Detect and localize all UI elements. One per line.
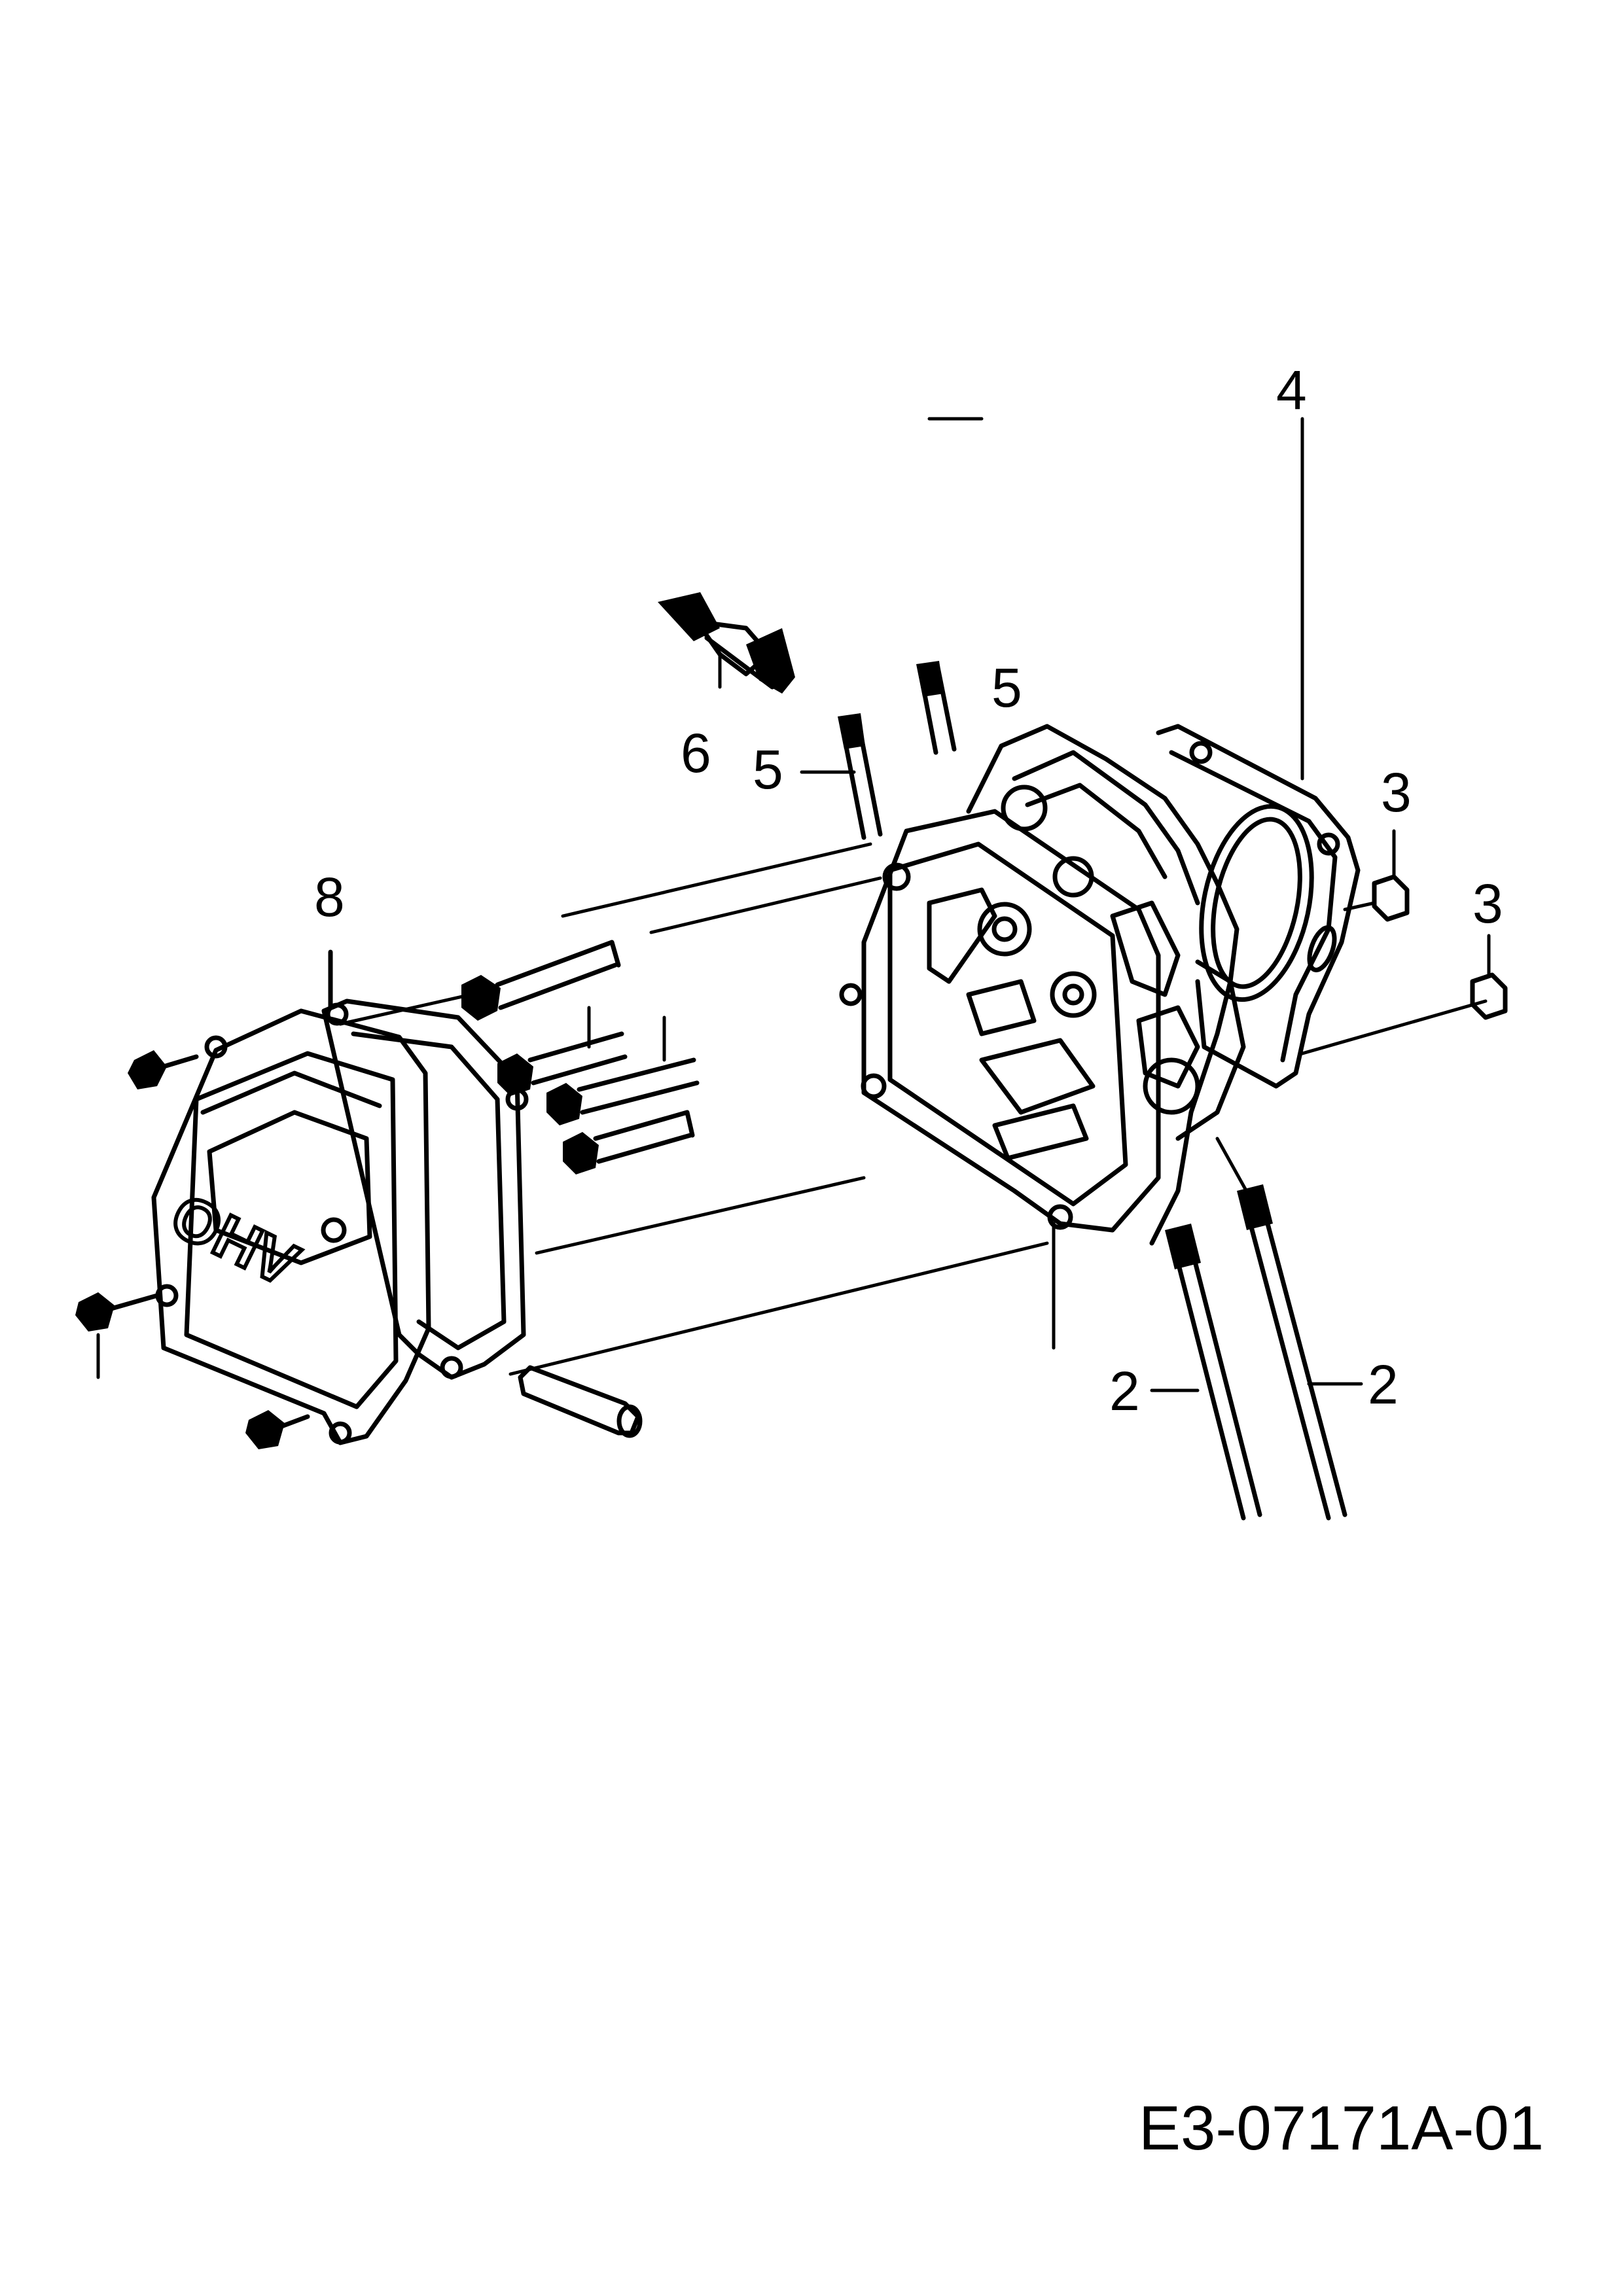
cylinder-head <box>839 724 1246 1246</box>
valve-cover-gasket <box>321 949 529 1380</box>
valve-cover: OHV <box>151 1008 431 1445</box>
head-gasket <box>1156 724 1361 1089</box>
callout-part-2-right: 2 <box>1368 1354 1399 1415</box>
callout-part-5-right: 5 <box>991 657 1022 718</box>
studs <box>838 661 957 840</box>
dowel-pin <box>518 1365 643 1438</box>
callout-part-4: 4 <box>1276 359 1307 421</box>
callout-part-2-left: 2 <box>1109 1360 1140 1422</box>
callout-part-3-lower: 3 <box>1472 873 1503 934</box>
drawing-code: E3-07171A-01 <box>1139 2093 1544 2163</box>
callout-part-5-left: 5 <box>753 739 783 800</box>
callout-part-6: 6 <box>681 722 711 784</box>
cover-screws <box>75 1050 310 1449</box>
leader-lines <box>800 417 1491 1392</box>
spark-plug <box>658 592 795 694</box>
cover-lettering: OHV <box>161 1182 308 1299</box>
callout-part-8: 8 <box>314 866 345 928</box>
callouts: 6 5 5 4 3 3 8 2 2 <box>314 359 1503 1422</box>
head-bolts <box>461 940 700 1174</box>
push-rods <box>1165 1137 1347 1521</box>
callout-part-3-upper: 3 <box>1381 762 1412 823</box>
assembly-guide-lines <box>338 842 1488 1376</box>
